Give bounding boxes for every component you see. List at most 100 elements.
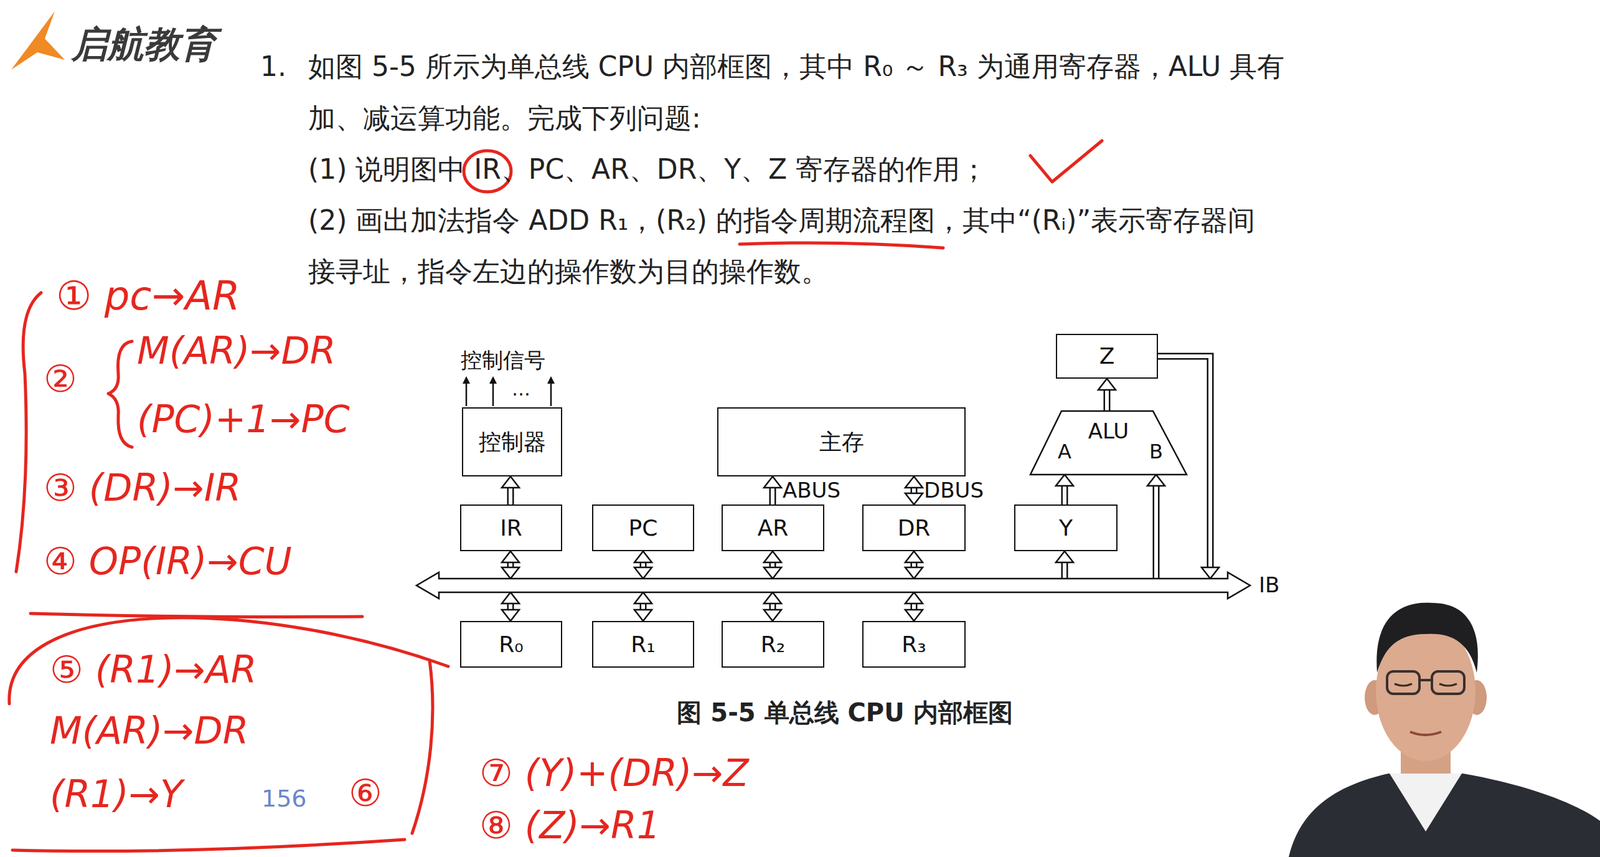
- handwritten-step: M(AR)→DR: [136, 329, 336, 372]
- connector-outline: [1152, 484, 1160, 579]
- arrow-head: [1098, 378, 1116, 390]
- connector-core: [508, 486, 513, 505]
- connector-core: [1154, 484, 1158, 579]
- bus-connector: [1055, 550, 1074, 579]
- lecturer-glasses: [1431, 671, 1465, 694]
- bus-connector: [634, 592, 652, 621]
- internal-bus: IB: [416, 578, 1251, 593]
- lecturer-glasses: [1387, 671, 1420, 694]
- register-box: R₂: [721, 620, 825, 668]
- box-text: 主存: [819, 429, 865, 455]
- register-box: PC: [592, 504, 695, 551]
- connector-core: [1105, 389, 1109, 411]
- bus-connector: [1055, 474, 1074, 505]
- arrow-head: [905, 493, 923, 505]
- box-text: R₁: [630, 631, 655, 657]
- red-loop: [12, 839, 405, 852]
- register-box: R₃: [862, 620, 966, 668]
- control-signal-line: [492, 381, 495, 406]
- box-text: IR: [499, 515, 523, 541]
- arrow-head: [905, 609, 923, 621]
- handwritten-step: ⑦ (Y)+(DR)→Z: [479, 752, 749, 794]
- bus-connector: [501, 476, 520, 505]
- bus-label: DBUS: [923, 478, 984, 502]
- register-box: 控制器: [461, 407, 563, 477]
- box-text: 控制器: [478, 429, 546, 455]
- arrow-head: [763, 609, 782, 621]
- register-box: IR: [460, 504, 563, 551]
- red-brace: [108, 341, 132, 448]
- red-loop: [9, 617, 449, 704]
- box-text: AR: [757, 515, 789, 541]
- arrow-head: [905, 476, 923, 488]
- bus-name: IB: [1258, 573, 1280, 597]
- logo-text: 启航教育: [71, 24, 217, 65]
- connector-core: [1062, 484, 1067, 505]
- signal-label: 控制信号: [460, 348, 546, 372]
- alu-port: B: [1149, 440, 1163, 463]
- box-text: R₂: [760, 631, 786, 657]
- box-text: Y: [1058, 515, 1073, 541]
- bus-connector: [763, 592, 782, 621]
- register-box: Y: [1014, 504, 1118, 551]
- lecturer-figure: [1288, 602, 1600, 857]
- red-loop: [412, 659, 433, 833]
- page-number: 156: [261, 785, 307, 812]
- arrow-head: [905, 567, 923, 579]
- control-signal-head: [547, 376, 555, 384]
- question-text: 加、减运算功能。完成下列问题:: [308, 103, 702, 134]
- arrow-head: [501, 609, 520, 621]
- alu-unit: ALU A B: [1030, 410, 1187, 475]
- red-brace: [16, 292, 42, 572]
- arrow-head: [763, 567, 782, 579]
- bus-connector: [905, 592, 923, 621]
- red-check: [1030, 140, 1102, 182]
- arrow-head: [501, 476, 520, 488]
- question-text: (1) 说明图中 IR、PC、AR、DR、Y、Z 寄存器的作用；: [308, 154, 988, 185]
- handwritten-step: ②: [43, 357, 78, 400]
- connector-outline: [507, 486, 515, 505]
- arrow-head: [1147, 474, 1165, 486]
- question-number: 1.: [260, 51, 287, 82]
- arrow-head: [1201, 567, 1219, 579]
- register-box: 主存: [717, 407, 966, 477]
- question-text: 如图 5-5 所示为单总线 CPU 内部框图，其中 R₀ ～ R₃ 为通用寄存器…: [308, 51, 1285, 82]
- register-box: AR: [721, 504, 825, 551]
- register-box: R₀: [460, 620, 563, 668]
- arrow-head: [905, 592, 923, 604]
- lecturer-eyes: [1394, 683, 1457, 686]
- arrow-head: [763, 550, 782, 563]
- bus-connector: [501, 592, 520, 621]
- connector-outline: [1061, 484, 1069, 505]
- arrow-head: [634, 609, 652, 621]
- connector-core: [770, 486, 775, 505]
- handwritten-step: ④ OP(IR)→CU: [43, 540, 292, 582]
- control-signal-line: [465, 381, 468, 406]
- connector-outline: [769, 486, 777, 505]
- handwritten-step: M(AR)→DR: [49, 709, 249, 751]
- arrow-head: [1055, 474, 1074, 486]
- bus-label: ABUS: [782, 478, 841, 502]
- red-underline: [739, 242, 944, 248]
- box-text: Z: [1099, 343, 1116, 369]
- connector-outline: [1061, 561, 1069, 579]
- lecturer-mouth: [1410, 731, 1442, 735]
- logo-mark: [11, 11, 65, 70]
- handwritten-step: ⑤ (R1)→AR: [49, 648, 258, 690]
- bus-outline: [416, 578, 1251, 593]
- register-box: R₁: [592, 620, 695, 668]
- alu-text: ALU: [1088, 419, 1129, 443]
- alu-port: A: [1057, 440, 1072, 463]
- lecturer-hair: [1376, 602, 1478, 673]
- handwritten-step: (R1)→Y: [49, 773, 184, 815]
- handwritten-step: (PC)+1→PC: [136, 398, 350, 440]
- arrow-head: [634, 567, 652, 579]
- control-signal-head: [489, 376, 497, 384]
- box-text: R₀: [498, 631, 523, 657]
- bus-connector: [763, 550, 782, 579]
- lecturer-glasses: [1419, 678, 1432, 682]
- control-signal-line: [550, 381, 553, 406]
- register-box: DR: [862, 504, 966, 551]
- control-signal-head: [462, 376, 471, 384]
- connector-outline: [1103, 389, 1111, 411]
